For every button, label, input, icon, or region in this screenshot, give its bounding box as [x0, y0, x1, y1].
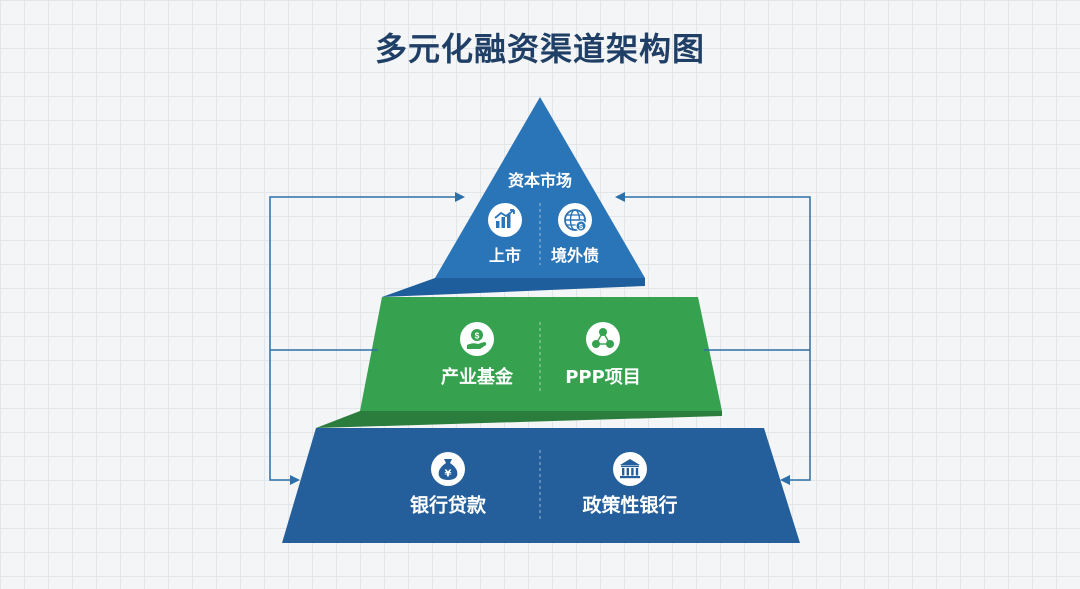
- tier-bottom-left-label: 银行贷款: [409, 494, 487, 517]
- chart-growth-icon: [488, 203, 522, 237]
- tier-bottom-right-label: 政策性银行: [582, 494, 678, 517]
- right-bottom-arrowhead: [780, 475, 790, 485]
- bank-building-icon: [613, 452, 647, 486]
- tier-connector-bottom: [316, 411, 722, 428]
- left-bottom-arrowhead: [290, 475, 300, 485]
- right-feedback-arrow: [615, 192, 811, 481]
- hand-coin-icon: $: [460, 322, 494, 356]
- svg-text:$: $: [475, 331, 480, 341]
- tier-middle-right-label: PPP项目: [565, 367, 641, 388]
- tier-top-heading: 资本市场: [507, 171, 573, 190]
- tier-middle-left-label: 产业基金: [441, 367, 513, 388]
- tier-top-left-label: 上市: [488, 246, 522, 265]
- globe-dollar-icon: $: [558, 203, 592, 237]
- svg-text:¥: ¥: [445, 469, 452, 480]
- tier-connector-top: [382, 278, 645, 297]
- yen-money-bag-icon: ¥: [431, 452, 465, 486]
- svg-text:$: $: [579, 222, 584, 231]
- tier-top-right-label: 境外债: [550, 246, 600, 265]
- left-feedback-arrow: [269, 192, 465, 481]
- tier-middle-shape: [360, 297, 722, 411]
- tier-bottom-shape: [282, 428, 800, 543]
- ppp-network-icon: [586, 322, 620, 356]
- page-title: 多元化融资渠道架构图: [374, 30, 705, 68]
- tier-top-shape: [435, 97, 645, 278]
